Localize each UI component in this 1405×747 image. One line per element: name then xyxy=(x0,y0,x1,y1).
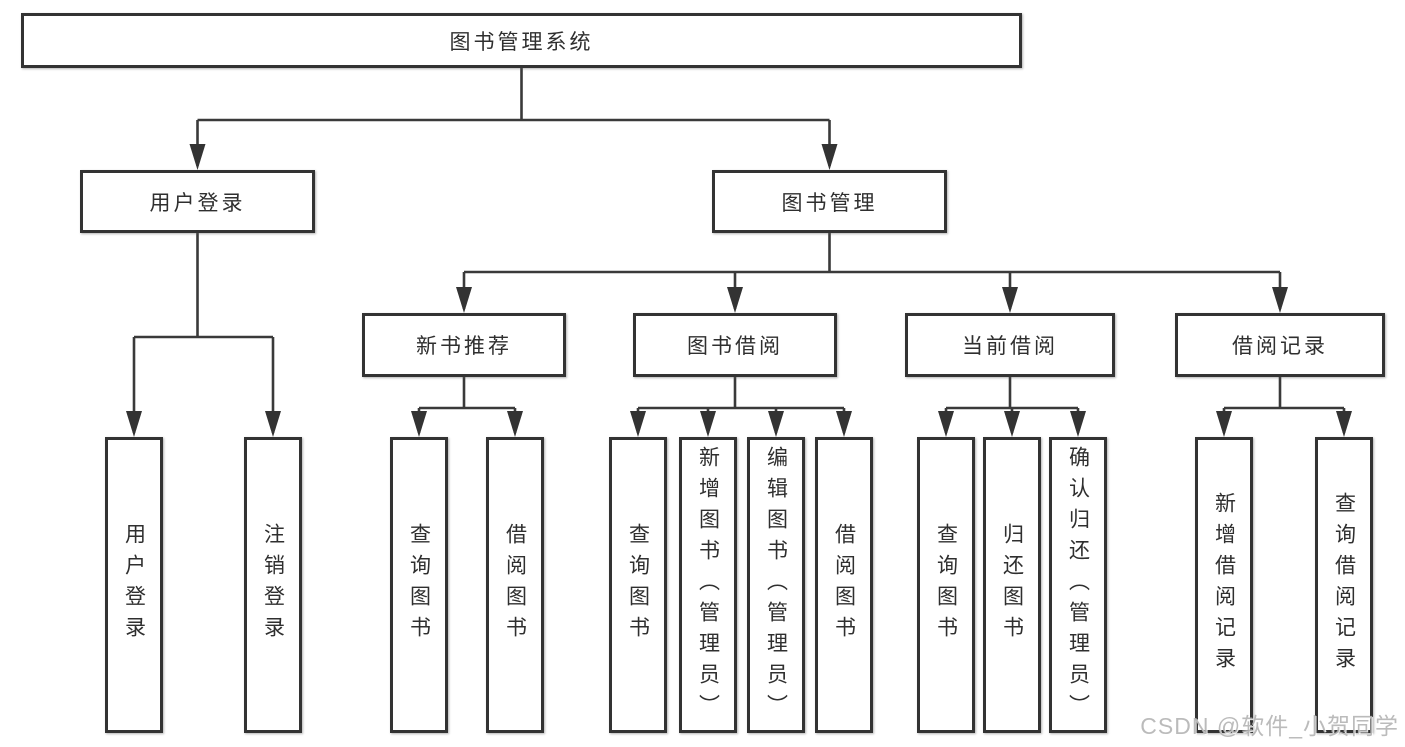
node-query-borrow-record-label: 查询借阅记录 xyxy=(1332,492,1356,678)
node-library-system-label: 图书管理系统 xyxy=(449,30,594,54)
node-borrow-books-label: 借阅图书 xyxy=(832,523,856,647)
node-confirm-return-admin: 确认归还（管理员） xyxy=(1049,437,1107,733)
connector-user-login-to-leaves xyxy=(132,233,275,433)
node-book-management: 图书管理 xyxy=(712,170,947,233)
node-current-borrowing-label: 当前借阅 xyxy=(962,335,1058,358)
node-add-borrow-record: 新增借阅记录 xyxy=(1195,437,1253,733)
node-query-books-borrowing-label: 查询图书 xyxy=(626,523,650,647)
connector-current-to-leaves xyxy=(944,377,1080,433)
connector-new-book-to-leaves xyxy=(417,377,517,433)
connector-book-mgmt-to-level3 xyxy=(462,233,1282,309)
node-query-books-current-label: 查询图书 xyxy=(934,523,958,647)
node-new-book-recommend: 新书推荐 xyxy=(362,313,566,377)
node-query-books-borrowing: 查询图书 xyxy=(609,437,667,733)
node-login: 用户登录 xyxy=(105,437,163,733)
node-return-book-label: 归还图书 xyxy=(1000,523,1024,647)
connector-records-to-leaves xyxy=(1222,377,1346,433)
node-book-borrowing-label: 图书借阅 xyxy=(687,335,783,358)
node-user-login-label: 用户登录 xyxy=(149,191,246,215)
node-new-book-recommend-label: 新书推荐 xyxy=(416,335,512,358)
connector-borrowing-to-leaves xyxy=(636,377,846,433)
connector-root-to-level2 xyxy=(196,68,831,166)
node-borrowing-records-label: 借阅记录 xyxy=(1232,335,1328,358)
node-query-books-recommend-label: 查询图书 xyxy=(407,523,431,647)
node-borrow-books-recommend-label: 借阅图书 xyxy=(503,523,527,647)
node-user-login: 用户登录 xyxy=(80,170,315,233)
node-borrow-books: 借阅图书 xyxy=(815,437,873,733)
node-book-management-label: 图书管理 xyxy=(781,191,878,215)
node-login-label: 用户登录 xyxy=(122,523,146,647)
csdn-watermark: CSDN @软件_小贺同学 xyxy=(1140,713,1399,739)
node-add-book-admin: 新增图书（管理员） xyxy=(679,437,737,733)
node-current-borrowing: 当前借阅 xyxy=(905,313,1115,377)
node-add-book-admin-label: 新增图书（管理员） xyxy=(696,445,720,725)
node-logout-label: 注销登录 xyxy=(261,523,285,647)
node-edit-book-admin-label: 编辑图书（管理员） xyxy=(764,445,788,725)
node-query-borrow-record: 查询借阅记录 xyxy=(1315,437,1373,733)
node-borrowing-records: 借阅记录 xyxy=(1175,313,1385,377)
node-confirm-return-admin-label: 确认归还（管理员） xyxy=(1066,445,1090,725)
node-return-book: 归还图书 xyxy=(983,437,1041,733)
node-library-system: 图书管理系统 xyxy=(21,13,1022,68)
node-query-books-current: 查询图书 xyxy=(917,437,975,733)
node-logout: 注销登录 xyxy=(244,437,302,733)
node-add-borrow-record-label: 新增借阅记录 xyxy=(1212,492,1236,678)
node-borrow-books-recommend: 借阅图书 xyxy=(486,437,544,733)
node-edit-book-admin: 编辑图书（管理员） xyxy=(747,437,805,733)
node-query-books-recommend: 查询图书 xyxy=(390,437,448,733)
node-book-borrowing: 图书借阅 xyxy=(633,313,837,377)
